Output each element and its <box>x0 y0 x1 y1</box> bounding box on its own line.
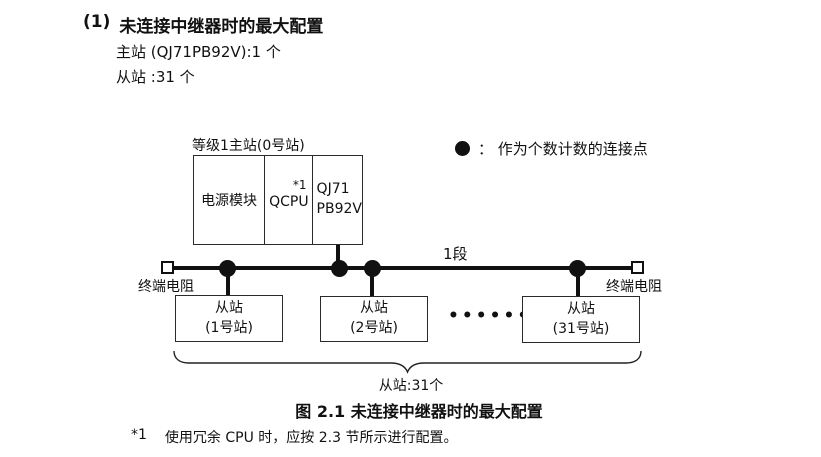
cpu-cell: *1 QCPU <box>265 156 313 244</box>
cpu-label: QCPU <box>269 194 309 210</box>
footnote: *1 使用冗余 CPU 时，应按 2.3 节所示进行配置。 <box>131 427 457 447</box>
slave-station-number: (2号站) <box>350 320 398 336</box>
master-drop-line <box>336 245 340 268</box>
network-module-cell: QJ71 PB92V <box>316 181 362 217</box>
bus-line <box>170 266 638 270</box>
slave-station-2-box: 从站 (2号站) <box>320 296 428 342</box>
terminator-left-label: 终端电阻 <box>138 279 194 295</box>
connection-point-dot <box>331 260 348 277</box>
segment-label: 1段 <box>443 245 468 263</box>
slave-station-number: (31号站) <box>552 320 610 337</box>
section-number: (1) <box>83 12 111 32</box>
legend: ： 作为个数计数的连接点 <box>455 138 648 159</box>
footnote-text: 使用冗余 CPU 时，应按 2.3 节所示进行配置。 <box>164 430 458 446</box>
slave-station-number: (1号站) <box>205 319 253 336</box>
slave-name: 从站 <box>567 300 595 317</box>
master-station-box: 电源模块 *1 QCPU QJ71 PB92V <box>193 155 363 245</box>
section-heading: (1) 未连接中继器时的最大配置 <box>83 12 323 37</box>
legend-label: ： 作为个数计数的连接点 <box>478 140 648 158</box>
figure-caption: 图 2.1 未连接中继器时的最大配置 <box>295 402 543 421</box>
slaves-ellipsis: •••••• <box>448 306 532 326</box>
cpu-footnote-ref: *1 <box>292 178 307 192</box>
slave1-drop-line <box>226 268 230 296</box>
power-module-cell: 电源模块 <box>194 156 266 244</box>
spec-slave-count: 从站 :31 个 <box>116 68 195 86</box>
terminator-right-icon <box>631 261 644 274</box>
slaves-brace <box>173 351 642 374</box>
brace-label: 从站:31个 <box>378 378 444 394</box>
master-station-caption: 等级1主站(0号站) <box>192 138 305 154</box>
spec-master-count: 主站 (QJ71PB92V):1 个 <box>116 43 281 61</box>
footnote-marker: *1 <box>131 427 147 443</box>
terminator-right-label: 终端电阻 <box>606 279 662 295</box>
slave-name: 从站 <box>360 300 388 317</box>
terminator-left-icon <box>161 261 174 274</box>
connection-point-icon <box>455 141 470 156</box>
slave31-drop-line <box>576 268 580 297</box>
section-title: 未连接中继器时的最大配置 <box>119 17 324 37</box>
slave-station-1-box: 从站 (1号站) <box>175 295 283 342</box>
slave-station-31-box: 从站 (31号站) <box>522 296 640 343</box>
slave2-drop-line <box>370 268 374 297</box>
slave-name: 从站 <box>215 299 243 316</box>
